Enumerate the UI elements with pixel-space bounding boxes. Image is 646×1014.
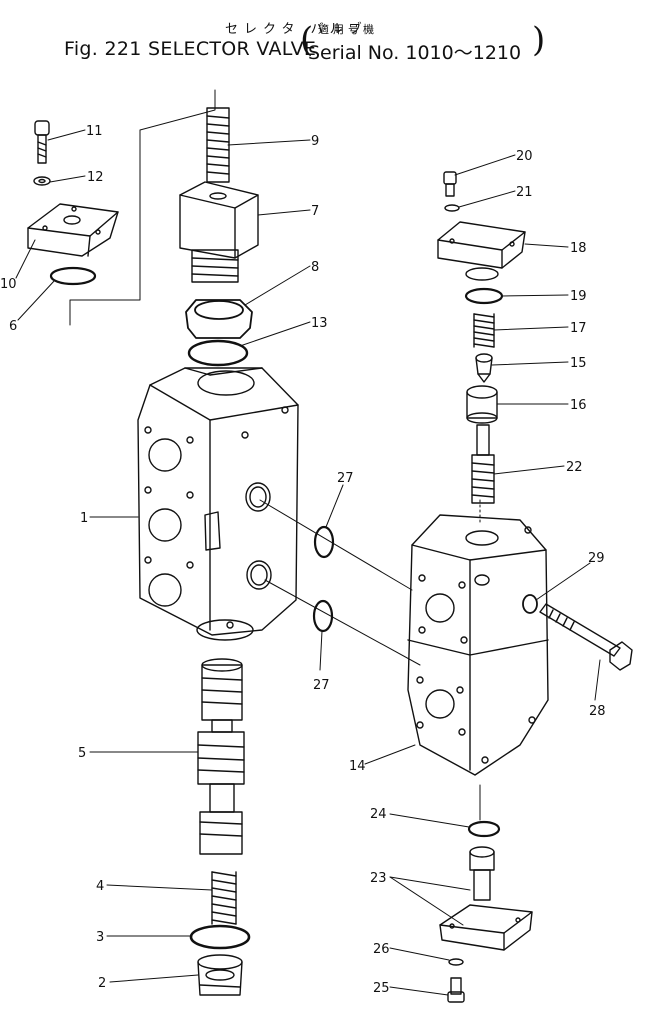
callout-18: 18 <box>570 241 587 256</box>
washer-part-29 <box>522 594 538 614</box>
nut-part-8 <box>185 299 253 339</box>
washer-part-26 <box>448 958 464 966</box>
bolt-part-25 <box>447 977 465 1003</box>
valve-body-part-1 <box>137 367 299 641</box>
bolt-part-28 <box>539 603 633 671</box>
callout-12: 12 <box>87 170 104 185</box>
callout-21: 21 <box>516 185 533 200</box>
spool-part-5 <box>197 658 245 855</box>
callout-29: 29 <box>588 551 605 566</box>
callout-14: 14 <box>349 759 366 774</box>
cover-part-18 <box>437 221 526 281</box>
callout-8: 8 <box>311 260 319 275</box>
cap-part-16 <box>466 385 498 424</box>
title-japanese-note: 適用号機 <box>318 23 378 36</box>
leader-lines <box>15 129 601 996</box>
cover-part-10 <box>27 203 119 257</box>
callout-20: 20 <box>516 149 533 164</box>
o-ring-part-27-upper <box>313 525 335 559</box>
o-ring-part-19 <box>464 287 504 305</box>
callout-22: 22 <box>566 460 583 475</box>
spring-part-17 <box>473 313 495 348</box>
callout-27-lower: 27 <box>313 678 330 693</box>
o-ring-part-24 <box>467 820 501 838</box>
washer-part-12 <box>33 176 51 186</box>
callout-11: 11 <box>86 124 103 139</box>
callout-9: 9 <box>311 134 319 149</box>
callout-7: 7 <box>311 204 319 219</box>
seat-part-15 <box>475 353 493 383</box>
bolt-part-11 <box>34 120 50 164</box>
callout-2: 2 <box>98 976 106 991</box>
callout-3: 3 <box>96 930 104 945</box>
callout-24: 24 <box>370 807 387 822</box>
callout-23: 23 <box>370 871 387 886</box>
paren-open: ( <box>300 20 314 60</box>
o-ring-part-27-lower <box>312 599 334 633</box>
block-part-7 <box>179 181 259 283</box>
piston-part-22 <box>471 424 495 504</box>
callout-17: 17 <box>570 321 587 336</box>
bolt-part-20 <box>443 171 457 197</box>
serial-range: Serial No. 1010～1210 <box>308 42 522 64</box>
callout-26: 26 <box>373 942 390 957</box>
callout-27-upper: 27 <box>337 471 354 486</box>
spring-part-4 <box>211 871 237 925</box>
callout-16: 16 <box>570 398 587 413</box>
callout-6: 6 <box>9 319 17 334</box>
o-ring-part-6 <box>49 266 97 286</box>
callout-13: 13 <box>311 316 328 331</box>
callout-10: 10 <box>0 277 17 292</box>
callout-5: 5 <box>78 746 86 761</box>
assembly-guide-lines <box>69 89 481 821</box>
callout-19: 19 <box>570 289 587 304</box>
callout-15: 15 <box>570 356 587 371</box>
callout-25: 25 <box>373 981 390 996</box>
o-ring-part-13 <box>187 339 249 367</box>
o-ring-part-3 <box>189 924 251 950</box>
washer-part-21 <box>444 204 460 212</box>
title-japanese: セレクタ バルブ <box>225 22 368 37</box>
piston-cover-part-23 <box>439 846 533 951</box>
valve-body-part-14 <box>407 514 549 776</box>
rod-part-9 <box>206 107 230 183</box>
callout-1: 1 <box>80 511 88 526</box>
paren-close: ) <box>532 20 546 60</box>
figure-title: Fig. 221 SELECTOR VALVE <box>64 38 317 60</box>
callout-labels: 11 12 10 6 9 7 8 13 1 5 4 3 2 27 27 20 2… <box>0 124 606 996</box>
callout-28: 28 <box>589 704 606 719</box>
plug-part-2 <box>197 954 243 996</box>
callout-4: 4 <box>96 879 104 894</box>
